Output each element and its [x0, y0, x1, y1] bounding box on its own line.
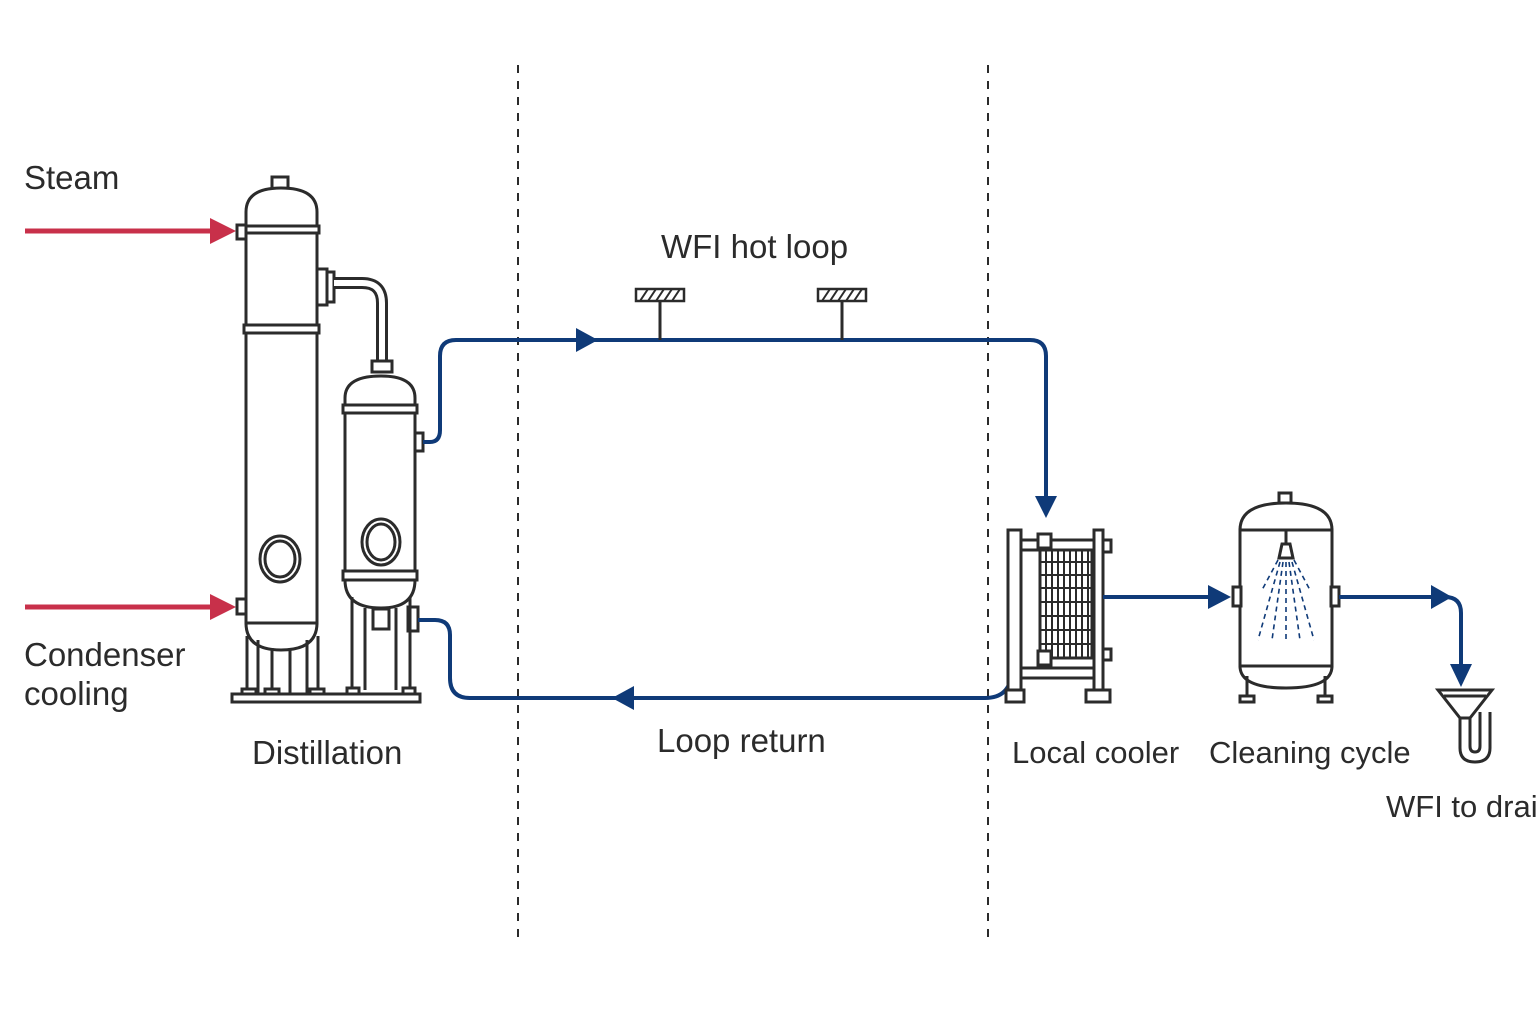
plate-heat-exchanger-icon — [1004, 528, 1113, 704]
spray-ball-tank-icon — [1231, 491, 1341, 704]
use-point-valve-icon — [634, 287, 686, 340]
condenser-cooling-label-line1: Condenser — [24, 636, 186, 673]
vapor-transfer-pipe — [334, 277, 388, 362]
funnel-drain-trap-icon — [1434, 688, 1496, 764]
steam-inlet-arrow — [25, 218, 236, 244]
spray-pattern — [1257, 559, 1315, 641]
wfi-hot-loop-label: WFI hot loop — [661, 228, 849, 265]
flow-arrow-to-drain-v — [1450, 664, 1472, 687]
tall-column-vessel-icon — [230, 175, 422, 704]
distillation-label: Distillation — [252, 734, 403, 771]
flow-arrow-return — [612, 686, 634, 710]
local-cooler-label: Local cooler — [1012, 735, 1180, 770]
flow-arrow-to-drain-h — [1431, 585, 1452, 609]
flow-arrow-to-cooler — [1035, 496, 1057, 518]
drain-line — [1339, 595, 1463, 666]
vapor-transfer-pipe-inner — [334, 280, 385, 362]
condenser-cooling-inlet-arrow — [25, 594, 236, 620]
flow-arrow-supply — [576, 328, 598, 352]
loop-return-label: Loop return — [657, 722, 826, 759]
condenser-vessel-icon — [341, 359, 425, 696]
condenser-cooling-label-line2: cooling — [24, 675, 129, 712]
wfi-to-drain-label: WFI to drain — [1386, 789, 1536, 824]
loop-return-line — [418, 618, 1014, 700]
flow-arrow-to-tank — [1208, 585, 1231, 609]
use-point-valve-icon — [816, 287, 868, 340]
steam-label: Steam — [24, 159, 120, 196]
cleaning-cycle-label: Cleaning cycle — [1209, 735, 1411, 770]
wfi-hot-loop-supply-line — [423, 338, 1048, 498]
